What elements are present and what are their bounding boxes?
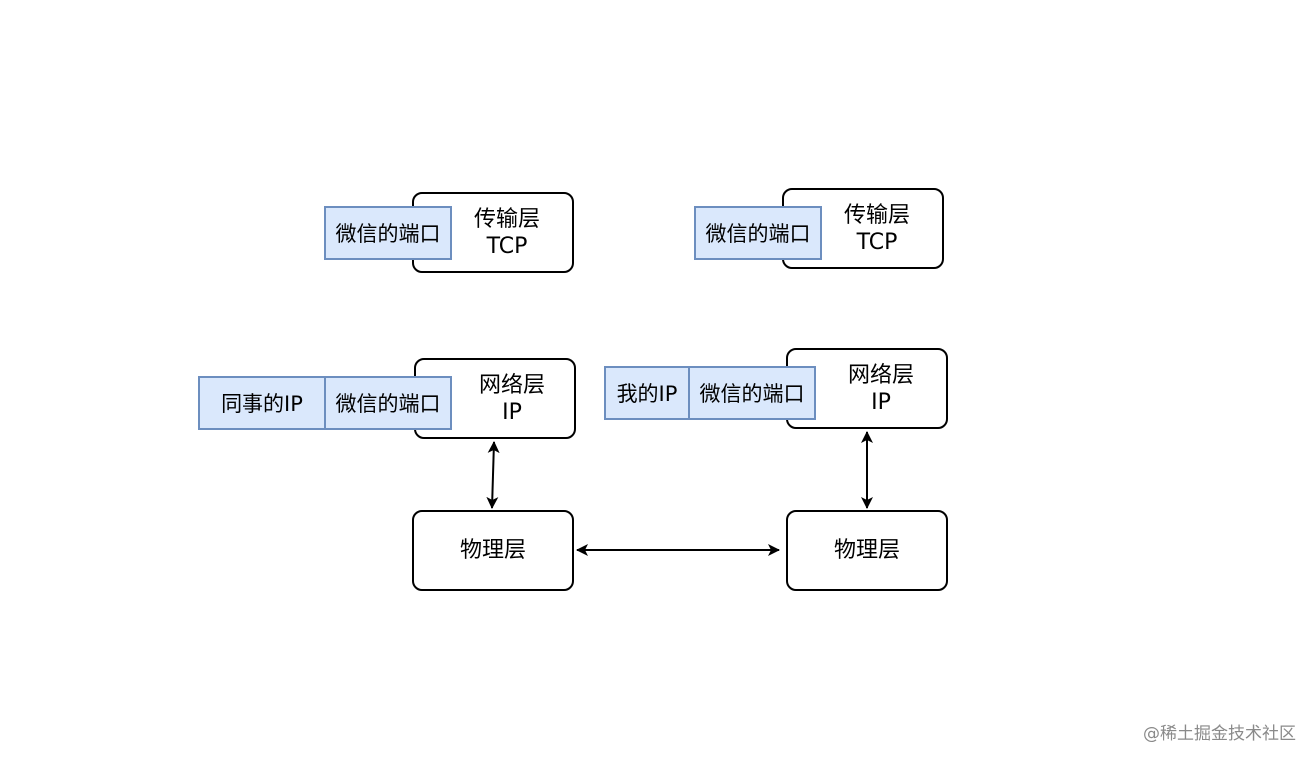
left-transport-layer-name: 传输层 — [473, 206, 540, 232]
left-network-ip-tag: 同事的IP — [198, 376, 326, 430]
left-transport-layer-protocol: TCP — [486, 233, 528, 259]
left-network-layer-text: 网络层 IP — [479, 372, 545, 426]
left-physical-layer-label: 物理层 — [459, 538, 526, 563]
right-network-port-tag: 微信的端口 — [690, 366, 816, 420]
watermark-text: @稀土掘金技术社区 — [1143, 724, 1296, 744]
right-network-layer-protocol: IP — [871, 389, 891, 415]
right-transport-layer-protocol: TCP — [856, 229, 898, 255]
left-physical-layer-box: 物理层 — [412, 510, 574, 591]
left-network-layer-protocol: IP — [502, 399, 522, 425]
right-transport-port-tag: 微信的端口 — [694, 206, 822, 260]
right-transport-layer-text: 传输层 TCP — [844, 202, 910, 256]
left-network-layer-name: 网络层 — [478, 372, 545, 398]
right-physical-layer-label: 物理层 — [833, 538, 900, 563]
left-network-physical-link — [486, 441, 500, 509]
right-network-layer-text: 网络层 IP — [848, 362, 914, 416]
right-physical-layer-box: 物理层 — [786, 510, 948, 591]
right-transport-layer-name: 传输层 — [843, 202, 910, 228]
right-network-layer-name: 网络层 — [847, 362, 914, 388]
left-transport-port-tag: 微信的端口 — [324, 206, 452, 260]
left-network-port-tag: 微信的端口 — [326, 376, 452, 430]
left-transport-layer-text: 传输层 TCP — [474, 206, 540, 260]
right-network-ip-tag: 我的IP — [604, 366, 690, 420]
